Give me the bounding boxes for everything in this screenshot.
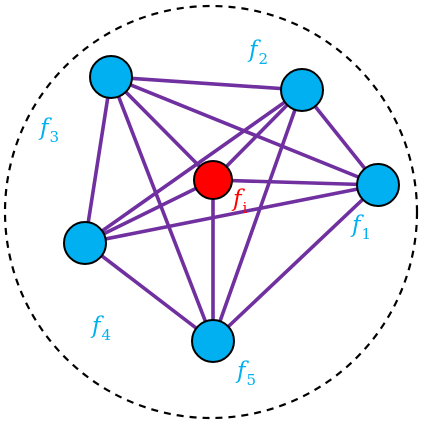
edge-f2-f3 [109,75,304,92]
edge-f2-f5 [211,88,304,343]
node-label-f3: f3 [38,115,59,146]
node-f1 [356,163,400,207]
edge-fi-f1 [211,178,380,187]
edge-f3-f4 [83,75,113,245]
labels-layer: f1 f2 f3 f4 f5 fi [38,37,371,389]
edges-layer [83,75,380,343]
node-label-f4: f4 [90,313,111,344]
nodes-layer [63,55,400,363]
node-f4 [63,221,107,265]
edge-f1-f4 [83,183,380,245]
edge-f2-f4 [83,88,304,245]
node-label-f2: f2 [247,37,268,68]
node-fi [193,160,233,200]
node-f2 [280,68,324,112]
node-f3 [89,55,133,99]
edge-f4-f5 [83,241,215,343]
node-label-f1: f1 [350,212,371,243]
node-label-fi: fi [231,186,248,217]
edge-fi-f3 [109,75,215,182]
edge-f3-f5 [109,75,215,343]
edge-f1-f5 [211,183,380,343]
node-f5 [191,319,235,363]
boundary-circle [3,4,419,420]
node-label-f5: f5 [235,358,256,389]
edge-fi-f4 [83,178,215,245]
